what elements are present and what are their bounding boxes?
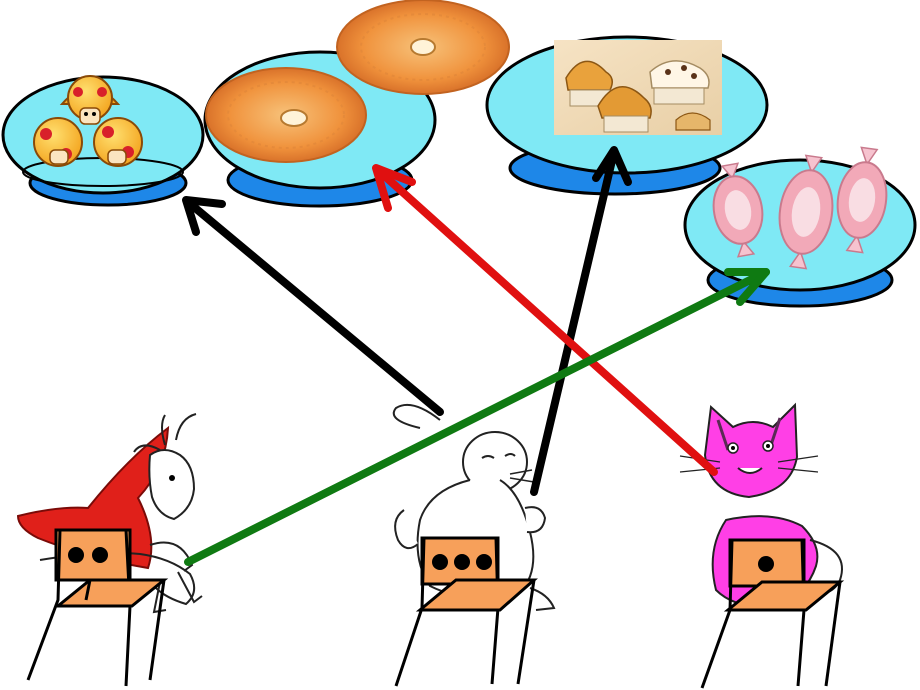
candy-icon xyxy=(712,146,888,270)
muffin-photo xyxy=(554,40,722,135)
chair-rabbit xyxy=(394,536,538,687)
arrow-rabbit-to-muffins xyxy=(530,146,632,496)
pie-icon xyxy=(205,0,510,163)
mushroom-icon xyxy=(33,75,143,167)
arrow-cat-to-pies xyxy=(372,164,718,476)
chair-goat xyxy=(26,528,169,687)
arrow-rabbit-to-mushrooms xyxy=(182,196,444,416)
arrow-goat-to-candies xyxy=(184,268,770,566)
chair-cat xyxy=(700,538,845,689)
